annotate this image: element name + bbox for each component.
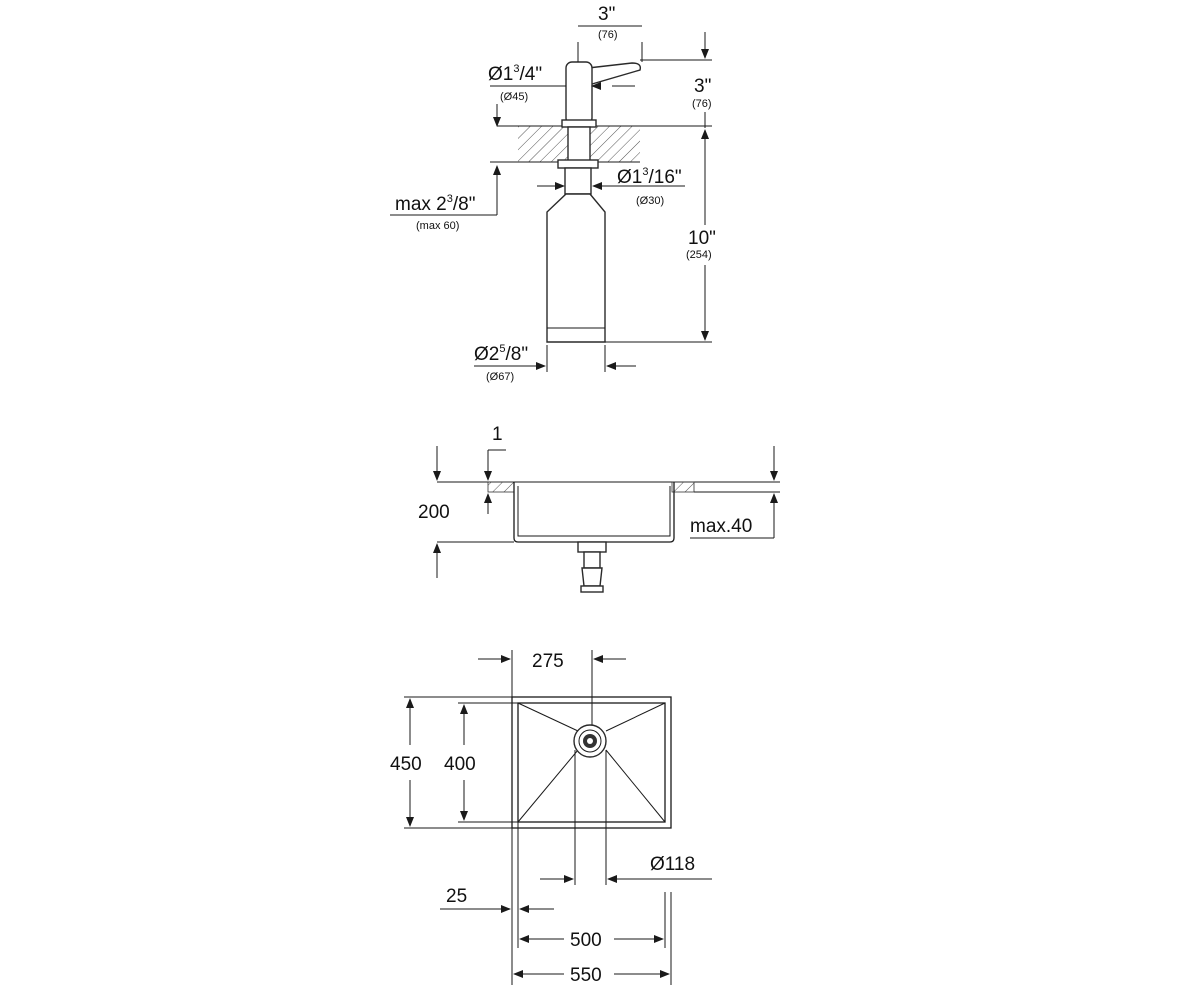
max-counter-label: max.40 <box>690 516 752 537</box>
height-in-label: 3" <box>694 76 711 97</box>
drain-dia-label: Ø118 <box>650 854 695 875</box>
drain-inner-ring <box>578 729 602 753</box>
bowl-slope-tr <box>605 702 666 732</box>
dispenser-thread <box>564 167 592 195</box>
top-thickness-label: 1 <box>492 424 503 445</box>
depth-label: 200 <box>418 502 450 523</box>
length-mm-label: (254) <box>686 249 712 261</box>
hole-dia-mm: (Ø30) <box>636 195 664 207</box>
dispenser-head <box>565 61 593 125</box>
bowl-slope-tl <box>517 702 579 732</box>
dispenser-nut <box>557 159 599 169</box>
sink-plan-drawing: 275 450 400 Ø118 25 500 550 <box>390 650 712 986</box>
soap-dispenser-drawing: 3" (76) 3" (76) Ø13/4" (Ø45) Ø13/16" (Ø3… <box>390 4 716 383</box>
max-thick-label: max 23/8" <box>395 193 475 215</box>
sink-basin-outline <box>513 482 675 543</box>
drain-pipe <box>583 551 601 569</box>
dispenser-spout <box>587 62 642 85</box>
outer-width-label: 550 <box>570 965 602 986</box>
length-in-label: 10" <box>688 228 716 249</box>
drain-body <box>577 541 607 553</box>
height-mm-label: (76) <box>692 98 712 110</box>
dispenser-shank <box>567 126 591 164</box>
drain-end <box>580 585 604 593</box>
head-dia-label: Ø13/4" <box>488 63 542 85</box>
rim-width-label: 25 <box>446 886 467 907</box>
bottle-dia-mm: (Ø67) <box>486 371 514 383</box>
bottle-dia-label: Ø25/8" <box>474 343 528 365</box>
inner-width-label: 500 <box>570 930 602 951</box>
head-dia-mm: (Ø45) <box>500 91 528 103</box>
sink-section-drawing: 1 200 max.40 <box>418 424 780 593</box>
max-thick-mm: (max 60) <box>416 220 459 232</box>
dispenser-bottle <box>546 193 606 343</box>
width-mm-label: (76) <box>598 29 618 41</box>
width-in-label: 3" <box>598 4 615 25</box>
inner-depth-label: 400 <box>444 754 476 775</box>
drain-offset-label: 275 <box>532 651 564 672</box>
bowl-slope-bl <box>517 749 579 823</box>
drain-center <box>587 738 593 744</box>
outer-depth-label: 450 <box>390 754 422 775</box>
hole-dia-label: Ø13/16" <box>617 166 682 188</box>
right-countertop-hatch <box>671 481 695 493</box>
left-countertop-hatch <box>487 481 515 493</box>
sink-basin-inner <box>517 486 671 537</box>
bowl-slope-br <box>605 749 666 823</box>
drain-trap <box>581 567 603 587</box>
dispenser-collar <box>561 119 597 128</box>
